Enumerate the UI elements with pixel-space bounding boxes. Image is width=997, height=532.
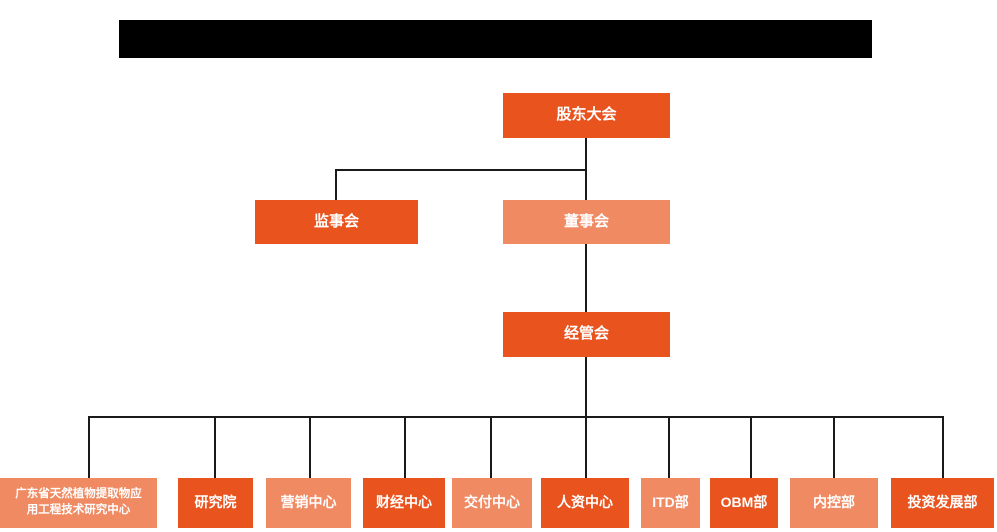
node-investment-development-department[interactable]: 投资发展部: [891, 478, 994, 528]
connector-directors-to-management: [585, 244, 587, 313]
node-board-of-supervisors[interactable]: 监事会: [255, 200, 418, 244]
node-shareholders-meeting[interactable]: 股东大会: [503, 93, 670, 138]
node-guangdong-research-center[interactable]: 广东省天然植物提取物应 用工程技术研究中心: [0, 478, 157, 528]
node-finance-center[interactable]: 财经中心: [363, 478, 445, 528]
connector-drop-internal-control: [833, 416, 835, 478]
connector-drop-itd: [668, 416, 670, 478]
connector-drop-marketing: [309, 416, 311, 478]
node-itd-department[interactable]: ITD部: [641, 478, 700, 528]
connector-drop-institute: [214, 416, 216, 478]
node-delivery-center[interactable]: 交付中心: [452, 478, 532, 528]
connector-drop-delivery: [490, 416, 492, 478]
node-obm-department[interactable]: OBM部: [710, 478, 778, 528]
connector-level2-bus: [335, 169, 587, 171]
connector-drop-research-center: [88, 416, 90, 478]
redacted-title-bar: [119, 20, 872, 58]
node-management-committee[interactable]: 经管会: [503, 312, 670, 357]
connector-drop-hr: [585, 416, 587, 478]
node-institute[interactable]: 研究院: [178, 478, 253, 528]
connector-drop-finance: [404, 416, 406, 478]
connector-drop-investment: [942, 416, 944, 478]
node-hr-center[interactable]: 人资中心: [541, 478, 629, 528]
connector-management-stem: [585, 357, 587, 417]
node-internal-control-department[interactable]: 内控部: [790, 478, 878, 528]
node-board-of-directors[interactable]: 董事会: [503, 200, 670, 244]
connector-directors-drop: [585, 169, 587, 201]
connector-supervisors-drop: [335, 169, 337, 201]
connector-shareholders-stem: [585, 138, 587, 170]
connector-drop-obm: [750, 416, 752, 478]
connector-departments-bus: [88, 416, 944, 418]
node-marketing-center[interactable]: 营销中心: [266, 478, 351, 528]
